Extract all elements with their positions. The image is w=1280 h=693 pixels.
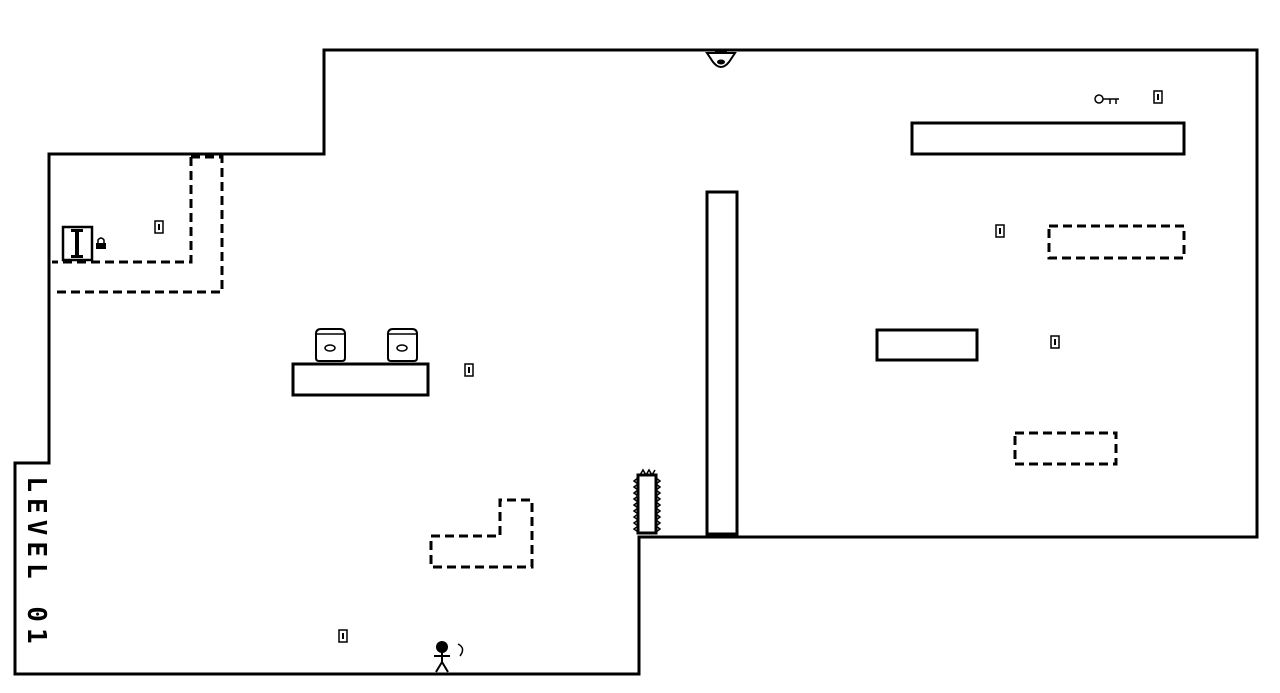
- coin-icon[interactable]: [338, 629, 348, 643]
- coin-icon[interactable]: [464, 363, 474, 377]
- coin-icon[interactable]: [1153, 90, 1163, 104]
- exit-door-icon[interactable]: [61, 225, 94, 262]
- dashed-platform-right-upper: [1047, 224, 1186, 260]
- jar-icon[interactable]: [387, 328, 418, 362]
- stick-figure-icon[interactable]: [434, 641, 464, 673]
- coin-icon[interactable]: [154, 220, 164, 234]
- solid-platform-top-right: [910, 121, 1186, 156]
- dashed-platform-upper-left-inner: [52, 157, 193, 264]
- dashed-platform-upper-left-outer: [52, 155, 224, 294]
- padlock-icon: [96, 237, 106, 249]
- solid-platform-middle-right: [875, 328, 979, 362]
- ceiling-light-icon: [705, 51, 737, 68]
- level-label: LEVEL 01: [21, 476, 51, 650]
- spike-pillar-icon: [632, 468, 662, 535]
- solid-platform-jars: [291, 362, 430, 397]
- dashed-platform-l-shape: [429, 498, 534, 569]
- coin-icon[interactable]: [1050, 335, 1060, 349]
- key-icon[interactable]: [1094, 94, 1119, 104]
- coin-icon[interactable]: [995, 224, 1005, 238]
- pillar-wall: [705, 190, 739, 536]
- jar-icon[interactable]: [315, 328, 346, 362]
- dashed-platform-right-lower: [1013, 431, 1118, 466]
- level-wall-outline: [13, 48, 1259, 676]
